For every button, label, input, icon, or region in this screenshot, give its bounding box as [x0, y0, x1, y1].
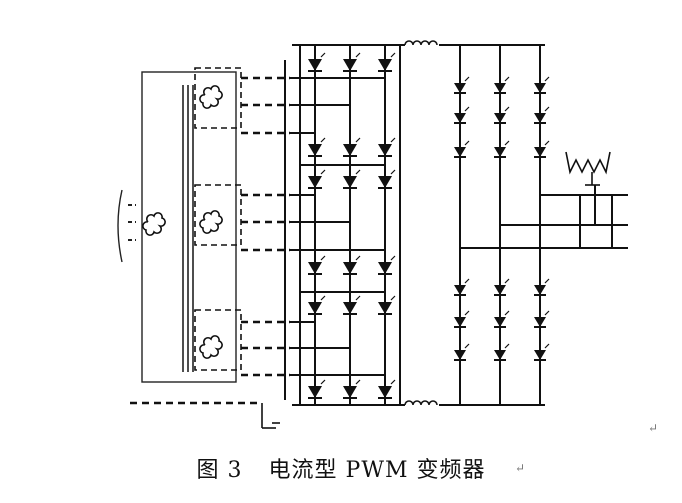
- paragraph-mark-caption: ↵: [515, 461, 526, 475]
- figure-title: 电流型 PWM 变频器: [268, 458, 486, 483]
- inverter-gto-switches: [453, 76, 550, 361]
- figure-number: 图 3: [196, 458, 243, 483]
- inverter-bridge: [459, 45, 628, 405]
- transformer: [117, 71, 237, 383]
- motor-load: [565, 151, 611, 186]
- ground-symbol: [261, 403, 280, 429]
- secondary-windings: [194, 67, 242, 371]
- paragraph-mark-top: ↵: [648, 421, 659, 435]
- dc-link-inductors: [404, 38, 439, 412]
- dashed-connection-leads: [130, 76, 290, 405]
- figure-caption: 图 3 电流型 PWM 变频器: [0, 452, 682, 484]
